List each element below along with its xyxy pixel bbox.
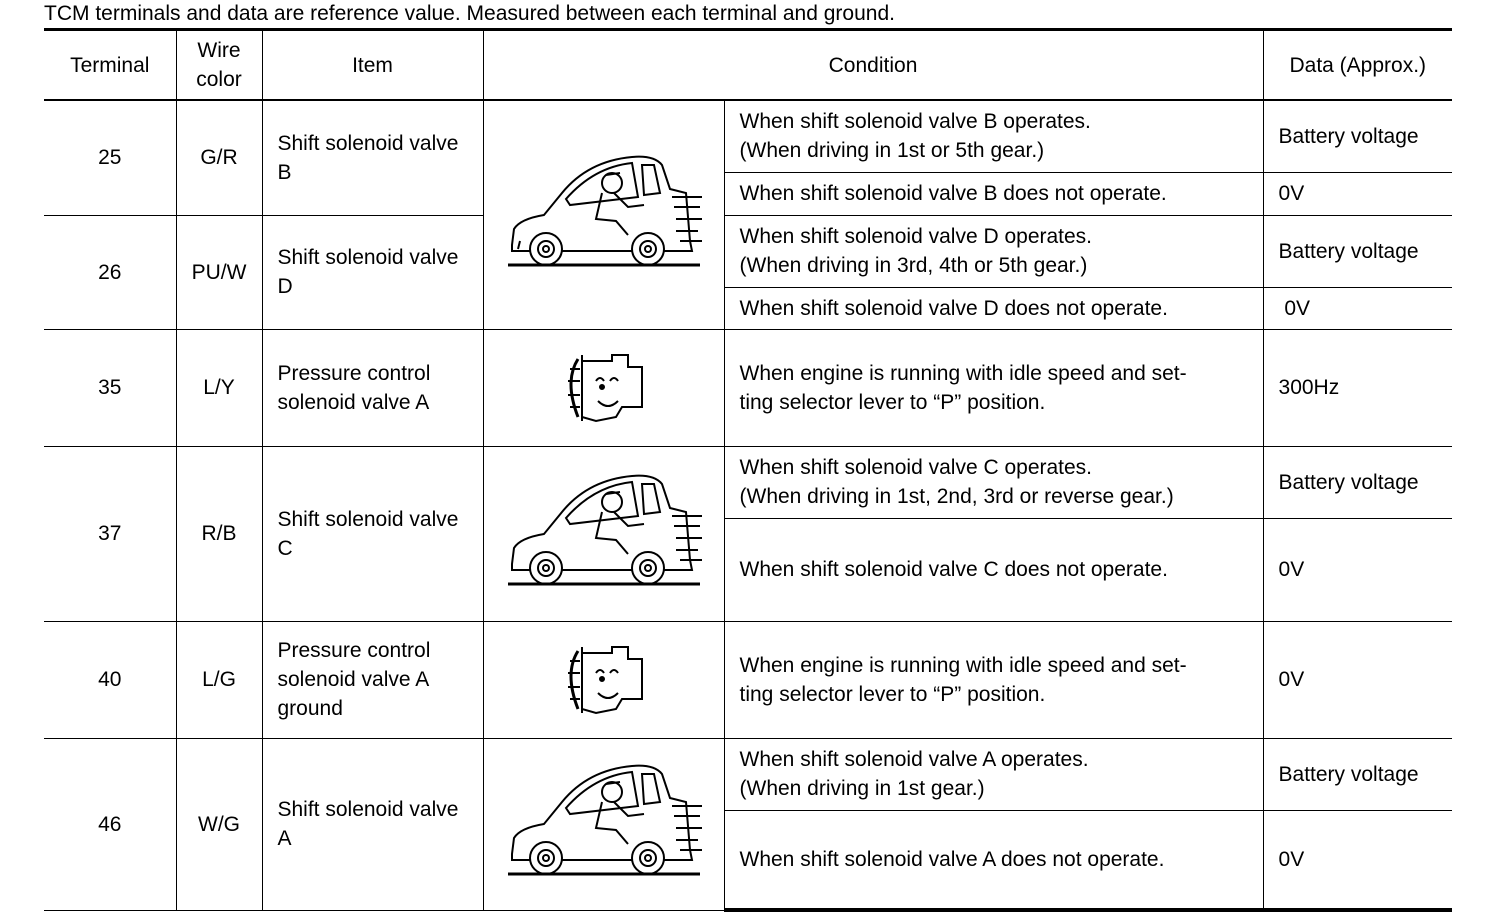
table-row-terminal-37-sub: When shift solenoid valve C does not ope… (44, 517, 1453, 622)
running-engine-icon (484, 643, 724, 717)
data-cell: 0V (1262, 620, 1453, 739)
table-row-terminal-46: 46 W/G Shift solenoid valve A (44, 737, 1453, 911)
terminal-cell: 25 (44, 99, 177, 216)
tcm-terminal-table: Terminal Wire color Item Condition Data … (44, 28, 1453, 912)
terminal-cell: 37 (44, 445, 177, 622)
condition-icon-cell (482, 620, 725, 739)
terminal-cell: 46 (44, 737, 177, 911)
data-cell: 0V (1262, 286, 1453, 330)
data-cell: 300Hz (1262, 328, 1453, 447)
header-data: Data (Approx.) (1262, 29, 1453, 101)
data-cell: Battery voltage (1262, 214, 1453, 288)
condition-cell: When shift solenoid valve C operates. (W… (723, 445, 1264, 519)
wire-color-cell: L/Y (175, 328, 263, 447)
driver-car-icon (484, 153, 724, 277)
data-cell: 0V (1262, 809, 1453, 912)
condition-cell: When shift solenoid valve D operates. (W… (723, 214, 1264, 288)
wire-color-cell: G/R (175, 99, 263, 216)
terminal-cell: 40 (44, 620, 177, 739)
condition-cell: When shift solenoid valve B does not ope… (724, 171, 1264, 216)
table-row-terminal-26: 26 PU/W Shift solenoid valve D When shif… (44, 214, 1453, 330)
item-cell: Shift solenoid valve B (261, 99, 484, 216)
data-cell: Battery voltage (1262, 445, 1453, 519)
running-engine-icon (484, 351, 724, 425)
wire-color-cell: W/G (175, 737, 263, 911)
table-row-terminal-25-sub: When shift solenoid valve B does not ope… (44, 171, 1453, 216)
header-row: Terminal Wire color Item Condition Data … (44, 29, 1453, 101)
data-cell: Battery voltage (1262, 99, 1453, 173)
wire-color-cell: PU/W (175, 214, 263, 330)
condition-icon-cell (482, 445, 725, 622)
item-cell: Shift solenoid valve D (261, 214, 484, 330)
condition-icon-cell (482, 737, 725, 911)
table-row-terminal-25: 25 G/R Shift solenoid valve B (44, 99, 1453, 330)
terminal-cell: 35 (44, 328, 177, 447)
condition-cell: When engine is running with idle speed a… (723, 328, 1264, 447)
table-row-terminal-37: 37 R/B Shift solenoid valve C (44, 445, 1453, 622)
data-cell: 0V (1262, 517, 1453, 622)
condition-cell: When shift solenoid valve C does not ope… (724, 517, 1264, 622)
data-cell: 0V (1262, 171, 1453, 216)
driver-car-icon (484, 472, 724, 596)
condition-icon-cell (482, 328, 725, 447)
item-cell: Shift solenoid valve A (261, 737, 484, 911)
table-row-terminal-46-sub: When shift solenoid valve A does not ope… (44, 809, 1453, 912)
condition-cell: When shift solenoid valve A operates. (W… (723, 737, 1264, 811)
condition-cell: When shift solenoid valve D does not ope… (724, 286, 1264, 330)
item-cell: Pressure control solenoid valve A ground (261, 620, 484, 739)
header-wire-color-label: Wire color (196, 39, 242, 91)
terminal-cell: 26 (44, 214, 177, 330)
table-row-terminal-26-sub: When shift solenoid valve D does not ope… (44, 286, 1453, 330)
condition-cell: When shift solenoid valve A does not ope… (724, 809, 1264, 912)
driver-car-icon (484, 762, 724, 886)
table-caption: TCM terminals and data are reference val… (44, 2, 895, 25)
item-cell: Shift solenoid valve C (261, 445, 484, 622)
header-wire-color: Wire color (175, 29, 263, 101)
wire-color-cell: R/B (175, 445, 263, 622)
wire-color-cell: L/G (175, 620, 263, 739)
header-condition: Condition (482, 29, 1264, 101)
condition-cell: When engine is running with idle speed a… (723, 620, 1264, 739)
item-cell: Pressure control solenoid valve A (261, 328, 484, 447)
table-row-terminal-35: 35 L/Y Pressure control solenoid valve A (44, 328, 1453, 447)
table-row-terminal-40: 40 L/G Pressure control solenoid valve A… (44, 620, 1453, 739)
header-item: Item (261, 29, 484, 101)
header-terminal: Terminal (44, 29, 177, 101)
condition-cell: When shift solenoid valve B operates. (W… (723, 99, 1264, 173)
data-cell: Battery voltage (1262, 737, 1453, 811)
condition-icon-cell (482, 99, 725, 330)
